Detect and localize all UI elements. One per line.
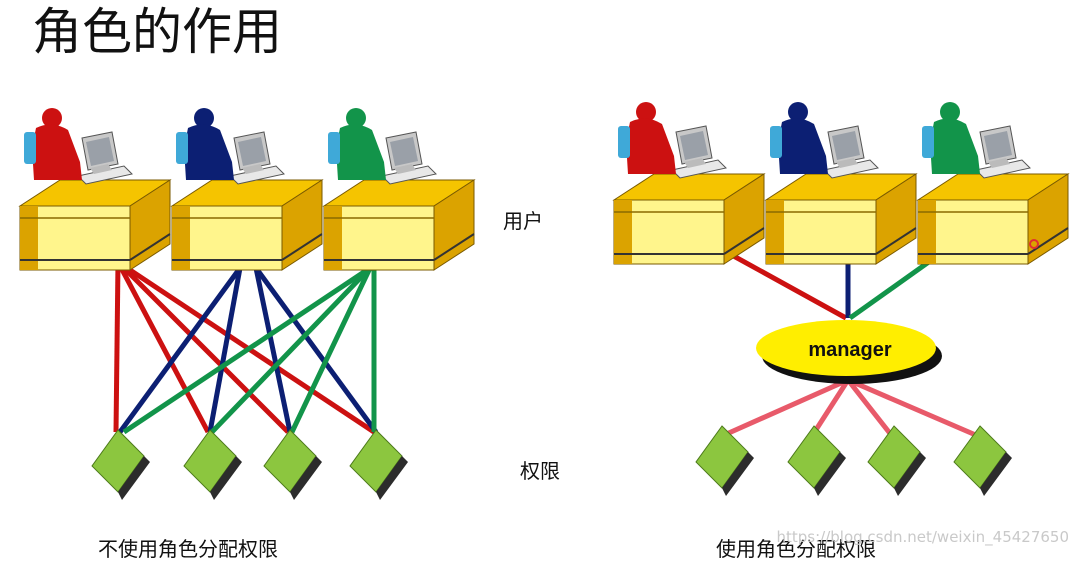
left-caption: 不使用角色分配权限 <box>98 537 278 561</box>
left-permission-4 <box>349 429 409 501</box>
right-permission-1 <box>695 425 755 497</box>
cursor-indicator <box>1029 239 1039 249</box>
right-user-3 <box>917 102 1069 265</box>
line-role-p1 <box>720 377 850 439</box>
line-role-p3 <box>846 378 894 438</box>
role-manager: manager <box>756 320 942 384</box>
left-permission-1 <box>91 429 151 501</box>
left-user-2 <box>171 108 323 271</box>
right-user-1 <box>613 102 765 265</box>
line-role-p2 <box>809 378 851 438</box>
person-icon <box>770 102 828 174</box>
line-red-p2 <box>115 260 211 434</box>
line-red-role <box>728 251 848 321</box>
page-title: 角色的作用 <box>32 3 282 61</box>
users-label: 用户 <box>503 209 543 233</box>
left-connections <box>113 259 379 435</box>
permissions-label: 权限 <box>520 459 560 483</box>
person-icon <box>922 102 980 174</box>
person-icon <box>176 108 234 180</box>
line-blue-p2 <box>207 267 243 433</box>
line-green-p1 <box>122 265 372 435</box>
watermark: https://blog.csdn.net/weixin_45427650 <box>776 528 1069 546</box>
person-icon <box>328 108 386 180</box>
left-permission-3 <box>263 429 323 501</box>
left-permission-2 <box>183 429 243 501</box>
left-user-3 <box>323 108 475 271</box>
line-red-p3 <box>116 260 290 434</box>
right-permission-4 <box>953 425 1013 497</box>
line-blue-p3 <box>253 267 293 433</box>
person-icon <box>618 102 676 174</box>
line-blue-p4 <box>253 266 379 434</box>
right-permission-connections <box>720 377 979 439</box>
left-user-1 <box>19 108 171 271</box>
line-role-p4 <box>847 377 979 439</box>
line-blue-p1 <box>117 266 243 434</box>
line-red-p1 <box>113 261 121 433</box>
right-permission-3 <box>867 425 927 497</box>
line-green-p3 <box>289 266 373 434</box>
line-green-role <box>848 251 942 321</box>
right-user-2 <box>765 102 917 265</box>
line-red-p4 <box>116 259 376 435</box>
right-user-connections <box>728 251 942 321</box>
right-permission-2 <box>787 425 847 497</box>
role-label: manager <box>808 339 892 361</box>
line-green-p2 <box>210 266 372 434</box>
person-icon <box>24 108 82 180</box>
right-caption: 使用角色分配权限 <box>716 537 876 561</box>
